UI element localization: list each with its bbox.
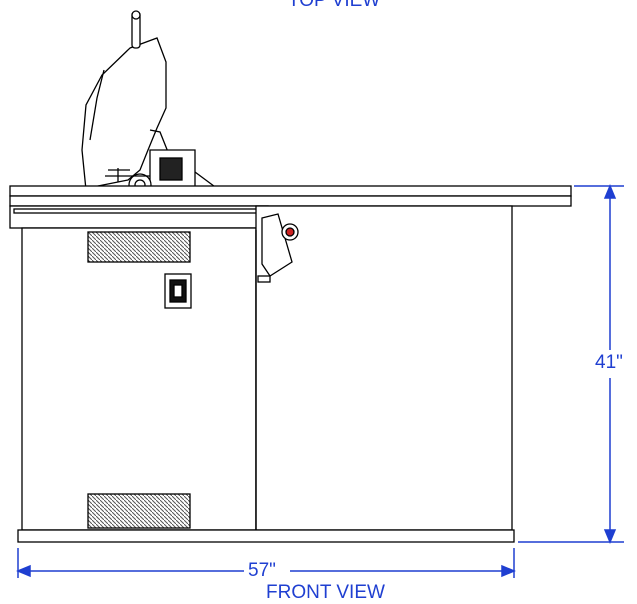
power-switch-box (164, 273, 192, 309)
saw-cabinet (21, 227, 257, 531)
width-dimension-label: 57" (246, 560, 278, 582)
front-view-label: FRONT VIEW (266, 582, 385, 603)
height-dimension-label: 41" (595, 352, 623, 373)
bevel-crank (257, 213, 299, 283)
blade-guard (81, 10, 169, 191)
table-top (9, 185, 572, 229)
extension-cabinet (255, 205, 513, 531)
width-dimension-line (16, 548, 516, 578)
cabinet-base (17, 529, 515, 543)
height-dimension-line (518, 184, 624, 544)
top-view-label: TOP VIEW (288, 0, 381, 11)
